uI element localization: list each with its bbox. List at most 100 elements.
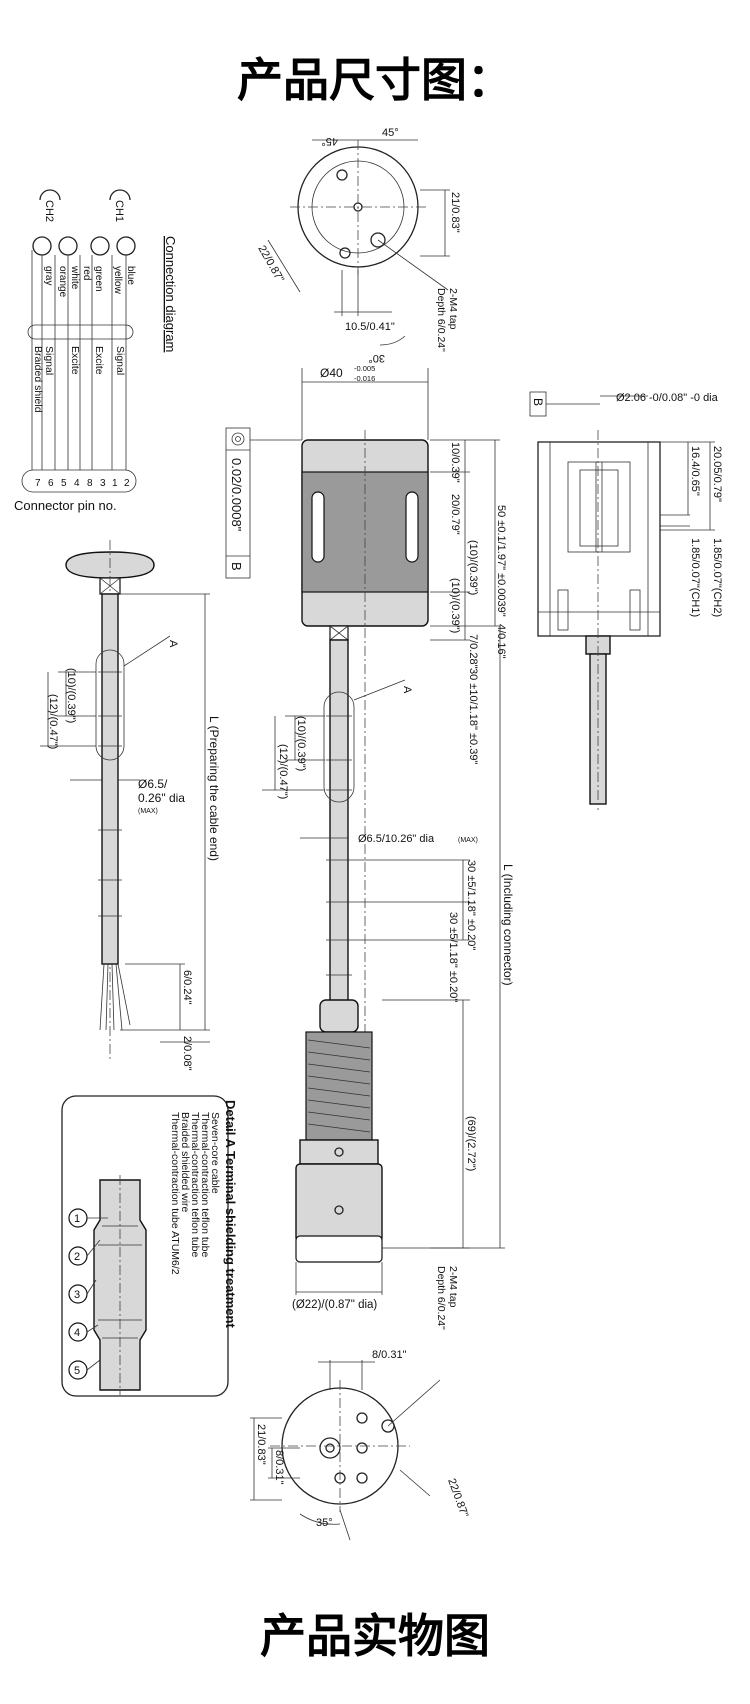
top-tap-label: 2-M4 tap xyxy=(447,288,459,330)
front-d7: 7/0.28" xyxy=(467,634,479,669)
bottom-tap-depth: Depth 6/0.24" xyxy=(435,1266,447,1330)
left-dia-max: (MAX) xyxy=(138,808,158,815)
front-detail-a-marker xyxy=(323,691,355,803)
cable-view: A (10)/(0.39") (12)/(0.47") Ø6.5/ 0.26" … xyxy=(40,540,221,1071)
left-d6: 6/0.24" xyxy=(181,970,193,1005)
pin-5: 5 xyxy=(61,478,67,489)
top-end-view: 45° 45° 21/0.83" 22/0.87" 2-M4 tap Depth… xyxy=(255,127,461,364)
bottom-angle: 35° xyxy=(316,1517,333,1529)
front-dia-label: Ø40 xyxy=(320,366,343,380)
front-d10b: (10)/(0.39") xyxy=(467,540,479,595)
wire-color-white: white xyxy=(69,265,80,290)
front-d10: 10/0.39" xyxy=(449,442,461,483)
front-detail-a-label: A xyxy=(401,686,413,694)
detail-a-item-5: Thermal-contraction tube ATUM6/2 xyxy=(169,1112,181,1275)
top-dim-right: 21/0.83" xyxy=(449,192,461,233)
detail-a-callouts: 1 2 3 4 5 xyxy=(68,1208,108,1380)
left-dia2: 0.26" dia xyxy=(138,791,185,805)
detail-a-item-4: Braided shielded wire xyxy=(179,1112,191,1213)
front-d12: (12)/(0.47") xyxy=(277,744,289,799)
connector-body xyxy=(295,1163,383,1243)
front-cable xyxy=(329,639,349,1011)
left-d12: (12)/(0.47") xyxy=(47,694,59,749)
detail-a-title: Detail A Terminal shielding treatment xyxy=(223,1100,238,1328)
pin-7: 7 xyxy=(35,478,41,489)
signal-label-4: Signal xyxy=(43,346,55,375)
left-d10: (10)/(0.39") xyxy=(65,668,77,723)
bottom-tap-label: 2-M4 tap xyxy=(447,1266,459,1308)
connector-dia: (Ø22)/(0.87" dia) xyxy=(292,1299,377,1311)
connector-pin-label: Connector pin no. xyxy=(14,498,117,513)
signal-label-1: Signal xyxy=(114,346,126,375)
callout-5: 5 xyxy=(74,1365,80,1377)
pin-6: 6 xyxy=(48,478,54,489)
callout-4: 4 xyxy=(74,1327,80,1339)
callout-1: 1 xyxy=(74,1213,80,1225)
pin-2: 2 xyxy=(124,478,130,489)
detail-a-frame xyxy=(61,1095,229,1397)
side-d20: 20.05/0.79" xyxy=(711,446,723,502)
front-d30c: 30 ±5/1.18" ±0.20" xyxy=(447,912,459,1002)
left-d2: 2/0.08" xyxy=(181,1036,193,1071)
left-L-label: L (Preparing the cable end) xyxy=(207,716,221,861)
front-datum: B xyxy=(229,562,244,571)
bottom-d21: 21/0.83" xyxy=(255,1424,267,1465)
wire-color-orange: orange xyxy=(57,266,68,298)
pin-8: 8 xyxy=(87,478,93,489)
bottom-d8a: 8/0.31" xyxy=(372,1349,407,1361)
front-d30a: 30 ±10/1.18" ±0.39" xyxy=(467,668,479,764)
front-cable-dia: Ø6.5/10.26" dia xyxy=(358,833,435,845)
front-d50: 50 ±0.1/1.97" ±0.0039" xyxy=(495,505,507,617)
front-d20: 20/0.79" xyxy=(449,494,461,535)
connection-diagram-title: Connection diagram xyxy=(163,236,178,352)
side-ch1: 1.85/0.07"(CH1) xyxy=(689,538,701,617)
front-cable-max: (MAX) xyxy=(458,837,478,844)
pin-4: 4 xyxy=(74,478,80,489)
side-section-outline xyxy=(537,441,661,637)
bottom-d22: 22/0.87" xyxy=(445,1477,470,1519)
angle-left-label: 45° xyxy=(321,135,338,147)
top-angle-bottom: 30° xyxy=(368,352,385,364)
top-tap-depth: Depth 6/0.24" xyxy=(435,288,447,352)
callout-3: 3 xyxy=(74,1289,80,1301)
wire-color-red: red xyxy=(81,266,92,280)
signal-label-3: Excite xyxy=(69,346,81,375)
front-view: Ø40 -0.005 -0.016 0.02/0.0008" B 10/ xyxy=(225,364,515,1311)
pin-1: 1 xyxy=(112,478,118,489)
detail-a-item-3: Thermal-contraction teflon tube xyxy=(189,1112,201,1257)
side-section-view: B Ø2.06 -0/0.08" -0 dia 20.05/0.79" 16.4… xyxy=(529,391,723,810)
runout-value: 0.02/0.0008" xyxy=(229,458,244,532)
connection-diagram: Connection diagram CH2 CH1 blue yellow g… xyxy=(14,189,178,513)
top-dim-diag: 22/0.87" xyxy=(255,244,286,285)
left-dia: Ø6.5/ xyxy=(138,777,168,791)
detail-a-item-1: Seven-core cable xyxy=(209,1112,221,1194)
wire-color-yellow: yellow xyxy=(112,266,123,295)
left-cable xyxy=(101,593,119,965)
wire-color-green: green xyxy=(93,266,104,292)
side-dia-label: Ø2.06 -0/0.08" -0 dia xyxy=(616,392,719,404)
front-d4: 4/0.16" xyxy=(495,624,507,659)
wire-color-gray: gray xyxy=(43,266,54,285)
front-L-label: L (Including connector) xyxy=(501,864,515,986)
side-d16: 16.4/0.65" xyxy=(689,446,701,496)
left-detail-a: A xyxy=(167,640,179,648)
signal-label-2: Excite xyxy=(93,346,105,375)
left-detail-a-marker xyxy=(95,649,125,761)
dimension-drawing-title: 产品尺寸图： xyxy=(237,53,513,107)
callout-2: 2 xyxy=(74,1251,80,1263)
front-d30b: 30 ±5/1.18" ±0.20" xyxy=(465,860,477,950)
signal-label-5: Braided shield xyxy=(32,346,44,413)
angle-right-label: 45° xyxy=(382,127,399,139)
front-tol-top: -0.005 xyxy=(354,364,375,373)
pin-3: 3 xyxy=(100,478,106,489)
product-photo-title: 产品实物图 xyxy=(260,1609,490,1663)
connector-threaded xyxy=(305,1031,373,1141)
runout-box xyxy=(225,427,251,579)
front-d10c: (10)/(0.39") xyxy=(449,578,461,633)
front-d10d: (10)/(0.39") xyxy=(295,716,307,771)
ch1-label: CH1 xyxy=(113,200,125,222)
side-ch2: 1.85/0.07"(CH2) xyxy=(711,538,723,617)
wire-color-blue: blue xyxy=(125,266,136,285)
top-dim-bottom: 10.5/0.41" xyxy=(345,321,395,333)
